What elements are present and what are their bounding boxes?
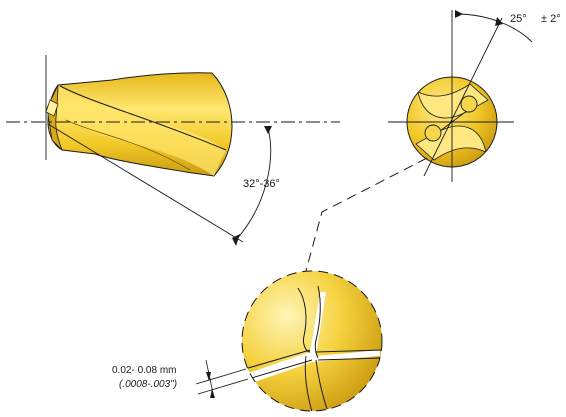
drill-side-view xyxy=(6,55,340,246)
helix-tolerance-label: ± 2° xyxy=(541,13,561,25)
detail-outer-edge xyxy=(315,349,382,353)
drill-helix-edge-2 xyxy=(65,119,191,171)
point-angle-label: 32°-36° xyxy=(243,178,280,190)
point-angle-extension-line xyxy=(47,123,244,243)
coolant-hole-2 xyxy=(424,124,442,142)
point-angle-arrow-top xyxy=(264,126,272,134)
helix-angle-arrow-right xyxy=(495,17,503,26)
drill-end-view xyxy=(388,10,533,182)
helix-angle-label: 25° xyxy=(510,13,527,25)
margin-extension-line-1 xyxy=(195,368,247,385)
helix-angle-arrow-left xyxy=(455,10,463,18)
detail-flute-edge-4 xyxy=(315,359,329,411)
margin-extension-line-2 xyxy=(197,378,249,395)
detail-flute-edge-3 xyxy=(304,355,313,411)
drill-chisel xyxy=(45,99,59,117)
detail-cutting-edge-2 xyxy=(242,359,313,389)
margin-dim-arrow-top xyxy=(206,372,211,381)
detail-flute-edge-2 xyxy=(314,285,321,359)
drill-flute xyxy=(58,85,226,176)
margin-metric-label: 0.02- 0.08 mm xyxy=(112,365,177,376)
detail-cutting-edge-1 xyxy=(242,349,311,379)
margin-detail-view xyxy=(195,270,383,412)
detail-outer-edge-2 xyxy=(317,357,382,361)
detail-flute-edge-1 xyxy=(297,287,311,353)
point-angle-arrow-bottom xyxy=(232,234,240,246)
coolant-hole-1 xyxy=(460,95,478,113)
helix-angle-line xyxy=(423,17,503,177)
margin-imperial-label: (.0008-.003") xyxy=(119,379,178,390)
detail-leader-line xyxy=(297,157,428,301)
margin-dim-arrow-bottom xyxy=(210,389,215,398)
drill-helix-edge xyxy=(59,85,227,151)
detail-circle-outline xyxy=(241,270,383,412)
point-angle-arc xyxy=(235,127,272,241)
